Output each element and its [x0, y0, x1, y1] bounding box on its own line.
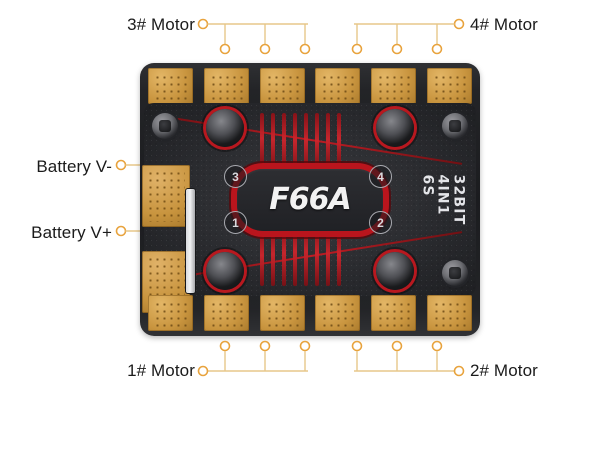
battery-negative-pad — [142, 165, 190, 227]
motor-mount-grommet — [376, 252, 414, 290]
leader-motor3 — [196, 14, 326, 56]
callout-label-motor1: 1# Motor — [127, 361, 195, 380]
solder-pad — [259, 68, 305, 104]
solder-pad — [148, 68, 193, 104]
motor-marker-label: 1 — [232, 215, 239, 230]
brand-logo-text: F66A — [269, 182, 351, 217]
solder-pad — [426, 68, 472, 104]
board-shell: F66A 3 4 1 2 32BIT 4IN1 — [140, 63, 480, 336]
solder-pad — [259, 295, 305, 331]
motor-mount-grommet — [376, 109, 414, 147]
board-spec-text: 32BIT 4IN1 6S — [419, 174, 467, 225]
solder-pad — [371, 295, 417, 331]
solder-pad — [315, 68, 361, 104]
spec-line-6s: 6S — [419, 174, 436, 197]
motor-marker-label: 3 — [232, 169, 239, 184]
motor-marker-4: 4 — [369, 165, 392, 188]
callout-label-battery-positive: Battery V+ — [31, 223, 112, 242]
heatsink-plate: F66A 3 4 1 2 32BIT 4IN1 — [142, 103, 476, 313]
motor-marker-label: 2 — [377, 215, 384, 230]
motor-mount-grommet — [206, 252, 244, 290]
solder-pad — [148, 295, 193, 331]
solder-pad — [315, 295, 361, 331]
esc-board: F66A 3 4 1 2 32BIT 4IN1 — [140, 63, 480, 336]
motor-mount-grommet — [206, 109, 244, 147]
solder-pad — [426, 295, 472, 331]
callout-label-motor3: 3# Motor — [127, 15, 195, 34]
capacitor — [186, 189, 195, 293]
motor-marker-3: 3 — [224, 165, 247, 188]
leader-motor4 — [336, 14, 466, 56]
motor-marker-1: 1 — [224, 211, 247, 234]
cooling-fins-top — [260, 113, 341, 175]
spec-line-32bit: 32BIT — [450, 174, 467, 225]
leader-motor1 — [196, 339, 326, 381]
solder-pad-rail-top — [148, 66, 472, 106]
mounting-screw — [442, 113, 468, 139]
solder-pad-rail-bottom — [148, 293, 472, 333]
leader-motor2 — [336, 339, 466, 381]
solder-pad — [371, 68, 417, 104]
callout-label-motor2: 2# Motor — [470, 361, 538, 380]
spec-line-4in1: 4IN1 — [434, 174, 451, 216]
solder-pad — [203, 68, 249, 104]
motor-marker-label: 4 — [377, 169, 384, 184]
mounting-screw — [152, 113, 178, 139]
cooling-fins-bottom — [260, 224, 341, 286]
callout-label-motor4: 4# Motor — [470, 15, 538, 34]
brand-badge: F66A — [237, 168, 383, 231]
callout-label-battery-negative: Battery V- — [36, 157, 112, 176]
motor-marker-2: 2 — [369, 211, 392, 234]
mounting-screw — [442, 260, 468, 286]
solder-pad — [203, 295, 249, 331]
